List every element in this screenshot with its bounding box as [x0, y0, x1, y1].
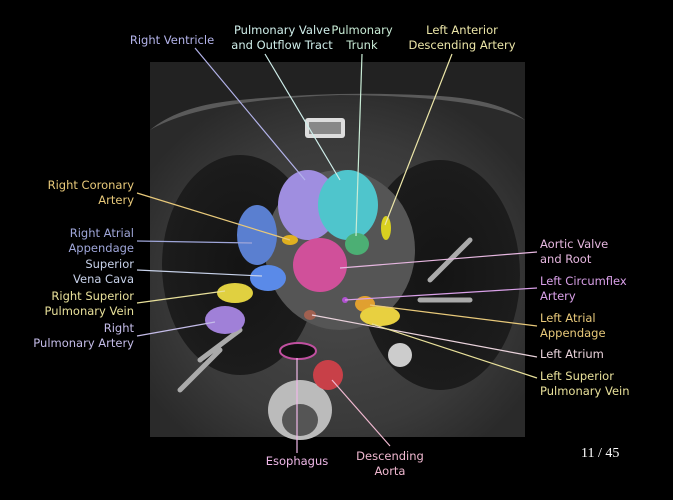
label-line: Pulmonary Artery — [33, 335, 134, 350]
label-line: Appendage — [68, 240, 134, 255]
label-line: Pulmonary Vein — [540, 383, 630, 398]
right-atrial-appendage-region — [237, 205, 277, 265]
label-line: Esophagus — [265, 454, 329, 468]
label-line: Right — [103, 321, 134, 335]
descending-aorta-region — [313, 360, 343, 390]
aortic-root-region — [293, 238, 347, 292]
leader-pulmonary-valve — [264, 53, 341, 181]
label-line: and Root — [540, 251, 592, 266]
label-line: Pulmonary — [331, 23, 393, 37]
leader-left-sup-pulm-vein — [371, 323, 538, 379]
leader-pulmonary-trunk — [355, 53, 363, 237]
leader-aortic-valve — [339, 251, 538, 269]
label-line: Descending Artery — [408, 37, 516, 52]
leader-right-sup-pulm-vein — [136, 290, 226, 304]
label-line: Vena Cava — [73, 271, 134, 286]
label-line: Right Coronary — [47, 178, 134, 192]
label-line: Aorta — [374, 463, 406, 478]
label-line: Superior — [85, 257, 134, 271]
left-atrium-region — [304, 310, 316, 320]
label-line: Trunk — [346, 37, 378, 52]
label-line: Pulmonary Vein — [44, 303, 134, 318]
leader-svc — [136, 269, 263, 277]
leader-right-coronary — [136, 192, 291, 241]
leader-lad — [384, 53, 453, 226]
label-right-ventricle: Right Ventricle — [130, 33, 214, 48]
label-line: Aortic Valve — [540, 237, 609, 251]
esophagus-region — [279, 342, 317, 360]
label-line: Right Ventricle — [129, 33, 215, 47]
leader-right-atrial-appendage — [136, 240, 253, 244]
label-line: Left Atrium — [540, 347, 604, 361]
left-sup-pulm-vein-region — [360, 306, 400, 326]
leader-right-ventricle — [194, 47, 306, 181]
label-line: Artery — [540, 288, 576, 303]
svc-region — [250, 265, 286, 291]
right-pulm-artery-region — [205, 306, 245, 334]
label-line: Left Superior — [540, 369, 614, 383]
label-line: Descending — [356, 449, 424, 463]
label-line: Artery — [98, 192, 134, 207]
leader-left-circumflex — [344, 287, 538, 301]
label-line: Right Atrial — [69, 226, 134, 240]
label-left-atrium: Left Atrium — [540, 347, 604, 362]
leader-descending-aorta — [331, 379, 391, 447]
page-indicator: 11 / 45 — [581, 446, 620, 461]
label-line: Left Atrial — [540, 311, 596, 325]
label-line: and Outflow Tract — [231, 37, 333, 52]
pulmonary-trunk-region — [345, 233, 369, 255]
label-line: Pulmonary Valve — [233, 23, 331, 37]
right-sup-pulm-vein-region — [217, 283, 253, 303]
label-line: Appendage — [540, 325, 606, 340]
label-esophagus: Esophagus — [266, 454, 329, 469]
label-line: Right Superior — [51, 289, 134, 303]
label-line: Left Anterior — [426, 23, 498, 37]
lad-region — [381, 216, 391, 240]
leader-right-pulm-artery — [136, 321, 216, 337]
pulmonary-outflow-region — [318, 170, 378, 240]
label-line: Left Circumflex — [540, 274, 627, 288]
leader-left-atrial-appendage — [369, 304, 538, 327]
leader-left-atrium — [311, 314, 538, 358]
leader-lines — [136, 47, 538, 453]
